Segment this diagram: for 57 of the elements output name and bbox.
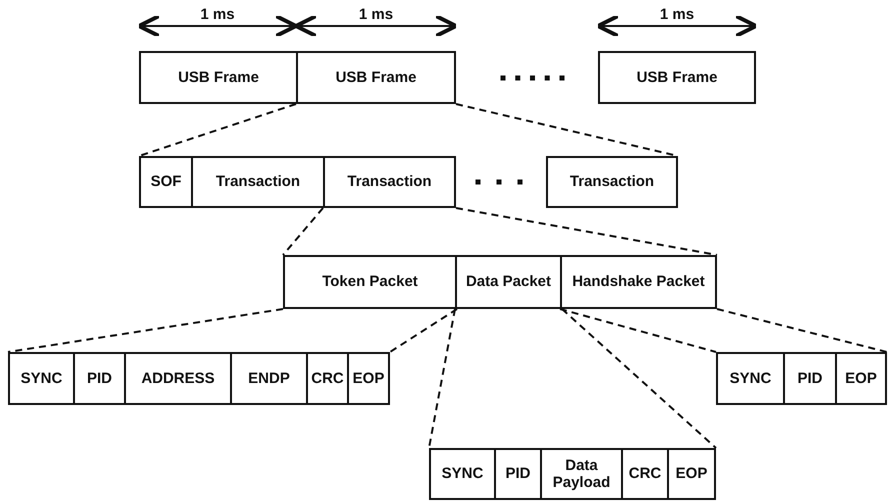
field-label: PID [86, 370, 112, 388]
field-label: CRC [311, 370, 344, 388]
field-label: PID [505, 465, 530, 483]
field-label: ENDP [248, 370, 290, 388]
frame-field-box [783, 352, 837, 405]
dashed-connector [456, 207, 718, 256]
dashed-connector [138, 103, 296, 157]
field-label: CRC [628, 465, 662, 483]
frame-field-box [347, 352, 390, 405]
frame-field-box [139, 156, 193, 208]
frame-field-box [124, 352, 232, 405]
field-label: Transaction [216, 173, 300, 191]
frame-field-box [667, 448, 716, 500]
field-label: SYNC [730, 370, 772, 388]
frame-field-box [494, 448, 542, 500]
field-label: ADDRESS [141, 370, 215, 388]
frame-field-box [546, 156, 678, 208]
frame-field-box [296, 51, 456, 104]
field-label: Data Payload [552, 456, 612, 492]
field-label: EOP [676, 465, 708, 483]
field-label: EOP [845, 370, 877, 388]
field-label: Data Packet [466, 273, 552, 291]
field-label: USB Frame [178, 68, 259, 86]
frame-field-box [835, 352, 887, 405]
frame-field-box [540, 448, 623, 500]
field-label: Transaction [347, 173, 432, 191]
dashed-connector [560, 308, 716, 353]
frame-field-box [139, 51, 298, 104]
field-label: SYNC [442, 465, 484, 483]
frame-field-box [191, 156, 325, 208]
frame-field-box [323, 156, 456, 208]
field-label: Handshake Packet [572, 273, 705, 291]
field-label: Transaction [570, 173, 654, 191]
dashed-connector [428, 308, 456, 448]
frame-field-box [73, 352, 126, 405]
frame-field-box [8, 352, 75, 405]
frame-field-box [283, 255, 457, 309]
field-label: USB Frame [336, 68, 416, 86]
frame-field-box [560, 255, 717, 309]
field-label: EOP [352, 370, 384, 388]
frame-field-box [621, 448, 669, 500]
frame-field-box [455, 255, 562, 309]
dashed-connector [561, 308, 717, 449]
frame-field-box [429, 448, 496, 500]
dashed-connector [282, 207, 324, 256]
frame-field-box [230, 352, 308, 405]
field-label: USB Frame [636, 68, 718, 86]
dashed-connector [716, 308, 888, 353]
frame-field-box [598, 51, 756, 104]
field-label: PID [797, 370, 822, 388]
dashed-connector [389, 308, 458, 353]
frame-field-box [306, 352, 349, 405]
field-label: Token Packet [322, 273, 418, 291]
frame-field-box [716, 352, 785, 405]
field-label: SYNC [20, 370, 62, 388]
dashed-connector [8, 308, 284, 353]
field-label: SOF [150, 173, 182, 191]
